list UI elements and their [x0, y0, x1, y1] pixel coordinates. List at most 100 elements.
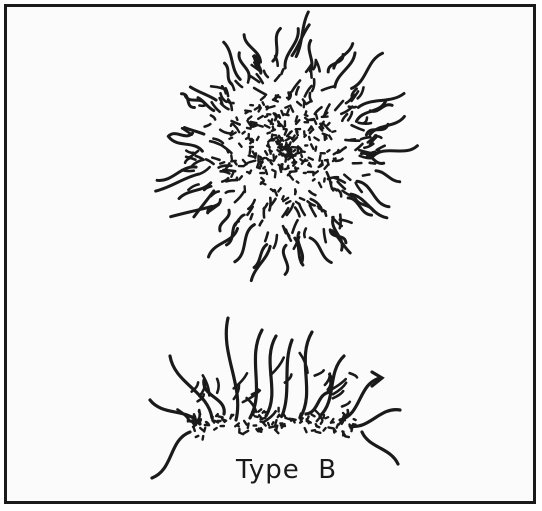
- speck: [316, 411, 319, 415]
- speck: [231, 124, 232, 126]
- speck: [288, 158, 290, 159]
- filament-short: [199, 105, 205, 106]
- speck: [249, 156, 254, 157]
- speck: [239, 176, 242, 179]
- filament-short: [315, 107, 322, 114]
- speck: [296, 116, 298, 121]
- filament-short: [221, 145, 231, 153]
- colony-top-radial-pattern: [156, 12, 418, 281]
- filament-long: [310, 238, 331, 263]
- speck: [290, 175, 293, 179]
- speck: [200, 428, 203, 430]
- speck: [312, 415, 315, 417]
- speck: [327, 123, 329, 125]
- filament-short: [221, 171, 230, 173]
- filament-short: [235, 192, 244, 202]
- speck: [315, 171, 318, 173]
- speck: [214, 428, 217, 430]
- speck: [288, 172, 291, 176]
- speck: [316, 424, 318, 427]
- filament-long: [370, 117, 405, 135]
- speck: [353, 424, 356, 425]
- speck: [275, 173, 276, 178]
- speck: [271, 162, 273, 164]
- speck: [278, 415, 280, 417]
- filament-short: [186, 151, 193, 153]
- speck: [293, 150, 295, 151]
- filament-long: [335, 53, 355, 87]
- speck: [275, 424, 276, 427]
- filament-short: [340, 147, 346, 152]
- speck: [261, 178, 263, 180]
- filament-short: [364, 118, 367, 124]
- filament-long: [225, 63, 232, 84]
- speck: [345, 436, 349, 437]
- speck: [244, 431, 248, 434]
- speck: [266, 170, 267, 174]
- filament-short: [254, 88, 266, 95]
- speck: [243, 132, 245, 134]
- speck: [279, 136, 282, 141]
- speck: [276, 142, 277, 144]
- speck: [290, 131, 292, 132]
- speck: [233, 124, 237, 128]
- speck: [231, 155, 232, 159]
- speck: [314, 138, 318, 141]
- filament-short: [314, 62, 316, 69]
- filament-long: [171, 206, 212, 216]
- filament-short: [265, 233, 268, 242]
- speck: [218, 416, 222, 417]
- speck: [263, 411, 265, 413]
- speck: [311, 127, 313, 130]
- filament-short: [226, 88, 228, 96]
- speck: [237, 118, 238, 120]
- speck: [282, 196, 283, 199]
- filament-short: [361, 137, 370, 139]
- speck: [297, 102, 301, 105]
- speck: [317, 418, 320, 421]
- filament-long: [376, 171, 400, 182]
- filament-short: [210, 141, 220, 144]
- speck: [303, 161, 307, 162]
- filament-short: [269, 198, 270, 210]
- speck: [272, 130, 275, 131]
- speck: [251, 122, 257, 123]
- speck: [230, 415, 231, 419]
- filament-short: [344, 175, 350, 180]
- speck: [270, 427, 275, 428]
- filament-short: [205, 124, 211, 127]
- speck: [308, 165, 311, 167]
- speck: [220, 162, 224, 163]
- speck: [316, 147, 317, 151]
- filament-branch: [315, 370, 324, 375]
- speck: [311, 144, 313, 149]
- filament-short: [236, 81, 243, 87]
- filament-long: [190, 87, 216, 100]
- speck: [255, 153, 256, 158]
- speck: [235, 162, 237, 165]
- filament-short: [295, 208, 299, 217]
- filament-long: [244, 35, 260, 62]
- filament-branch: [217, 379, 219, 393]
- filament-short: [220, 130, 230, 134]
- filament-short: [282, 69, 284, 74]
- filament-long: [224, 42, 241, 79]
- speck: [327, 128, 330, 131]
- speck: [354, 419, 356, 420]
- filament-short: [212, 158, 219, 160]
- filament-stalk: [300, 332, 312, 418]
- speck: [258, 116, 263, 119]
- speck: [258, 409, 261, 411]
- speck: [305, 115, 308, 116]
- speck: [285, 106, 290, 108]
- filament-long: [352, 53, 383, 88]
- speck: [239, 144, 242, 147]
- speck: [285, 168, 289, 169]
- speck: [196, 436, 199, 437]
- filament-short: [310, 93, 312, 101]
- speck: [313, 179, 315, 180]
- filament-short: [338, 190, 342, 197]
- speck: [267, 107, 268, 110]
- speck: [296, 152, 302, 154]
- speck: [287, 109, 289, 114]
